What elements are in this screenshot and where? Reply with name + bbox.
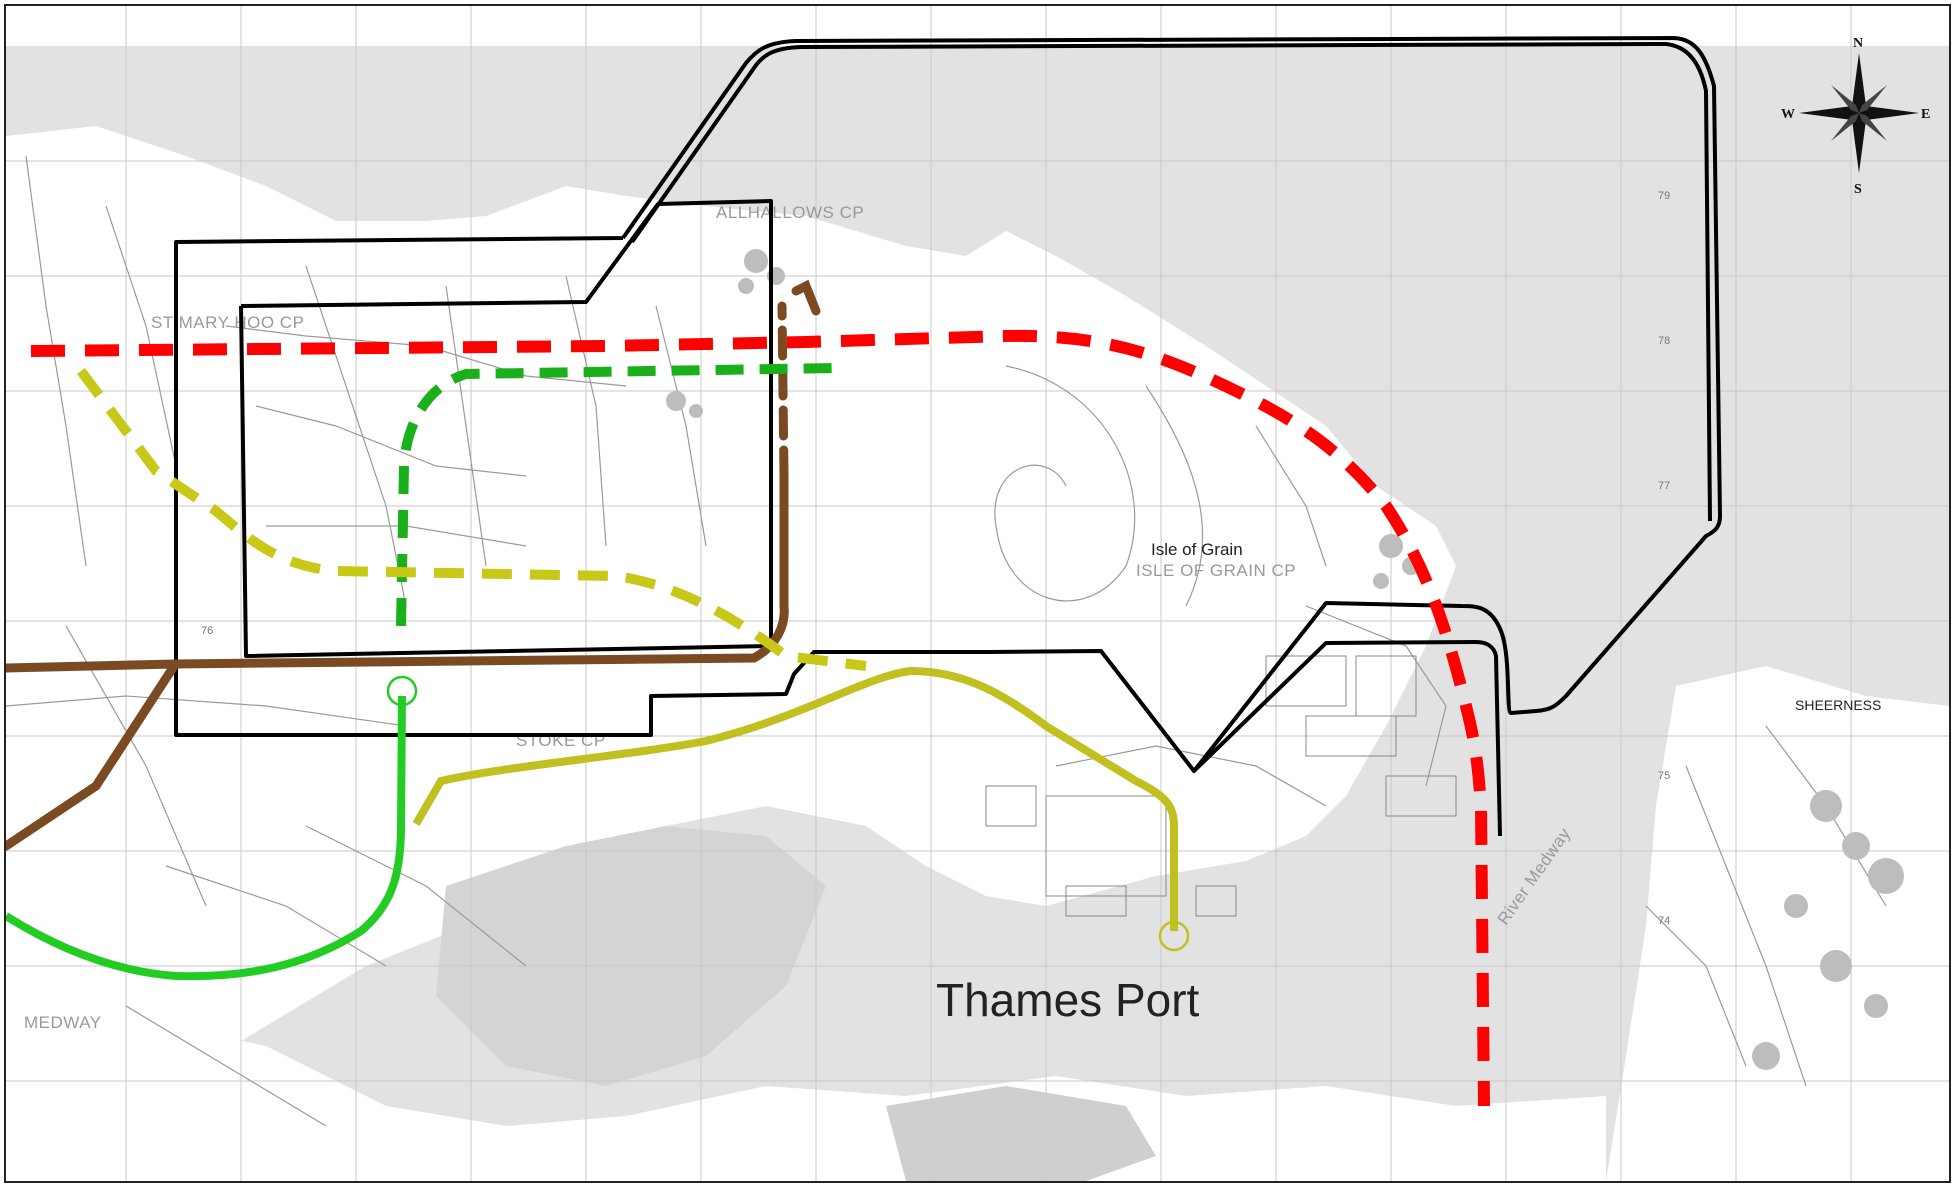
red-dashed-route — [30, 329, 1490, 1107]
hoo-peninsula-land — [6, 126, 1456, 1156]
saltings-south — [886, 1086, 1156, 1181]
label-isle-of-grain-cp: ISLE OF GRAIN CP — [1136, 561, 1296, 580]
svg-text:76: 76 — [201, 625, 213, 637]
map-frame: 79 78 77 76 75 74 ALLHALLOWS CP ST MARY … — [4, 4, 1951, 1183]
svg-text:74: 74 — [1658, 915, 1670, 927]
grid-numbers: 79 78 77 76 75 74 — [201, 190, 1670, 927]
brown-route — [6, 279, 821, 851]
label-isle-of-grain: Isle of Grain — [1151, 540, 1243, 559]
label-st-mary-hoo-cp: ST MARY HOO CP — [151, 313, 304, 332]
svg-text:75: 75 — [1658, 770, 1670, 782]
svg-text:77: 77 — [1658, 480, 1670, 492]
grid-lines — [6, 6, 1949, 1181]
sheerness-land — [1606, 666, 1949, 1181]
svg-text:79: 79 — [1658, 190, 1670, 202]
map-canvas: 79 78 77 76 75 74 ALLHALLOWS CP ST MARY … — [6, 6, 1949, 1181]
label-medway: MEDWAY — [24, 1013, 102, 1032]
southern-bank — [6, 1016, 1606, 1181]
green-dashed-route — [396, 363, 837, 627]
compass-east: E — [1921, 107, 1930, 122]
green-route-terminal — [386, 675, 418, 707]
label-sheerness: SHEERNESS — [1795, 697, 1881, 713]
compass-west: W — [1781, 107, 1795, 122]
label-allhallows-cp: ALLHALLOWS CP — [716, 203, 864, 222]
compass-south: S — [1854, 182, 1862, 197]
town-clusters — [666, 249, 1904, 1070]
compass-rose: N S E W — [1781, 36, 1930, 197]
green-solid-route — [6, 695, 406, 981]
saltmarsh-islands — [436, 826, 826, 1086]
svg-text:78: 78 — [1658, 335, 1670, 347]
site-boundaries — [174, 36, 1722, 837]
olive-solid-route — [412, 666, 1178, 931]
label-thames-port: Thames Port — [936, 974, 1200, 1026]
olive-route-terminal — [1158, 920, 1190, 952]
compass-north: N — [1853, 36, 1863, 51]
